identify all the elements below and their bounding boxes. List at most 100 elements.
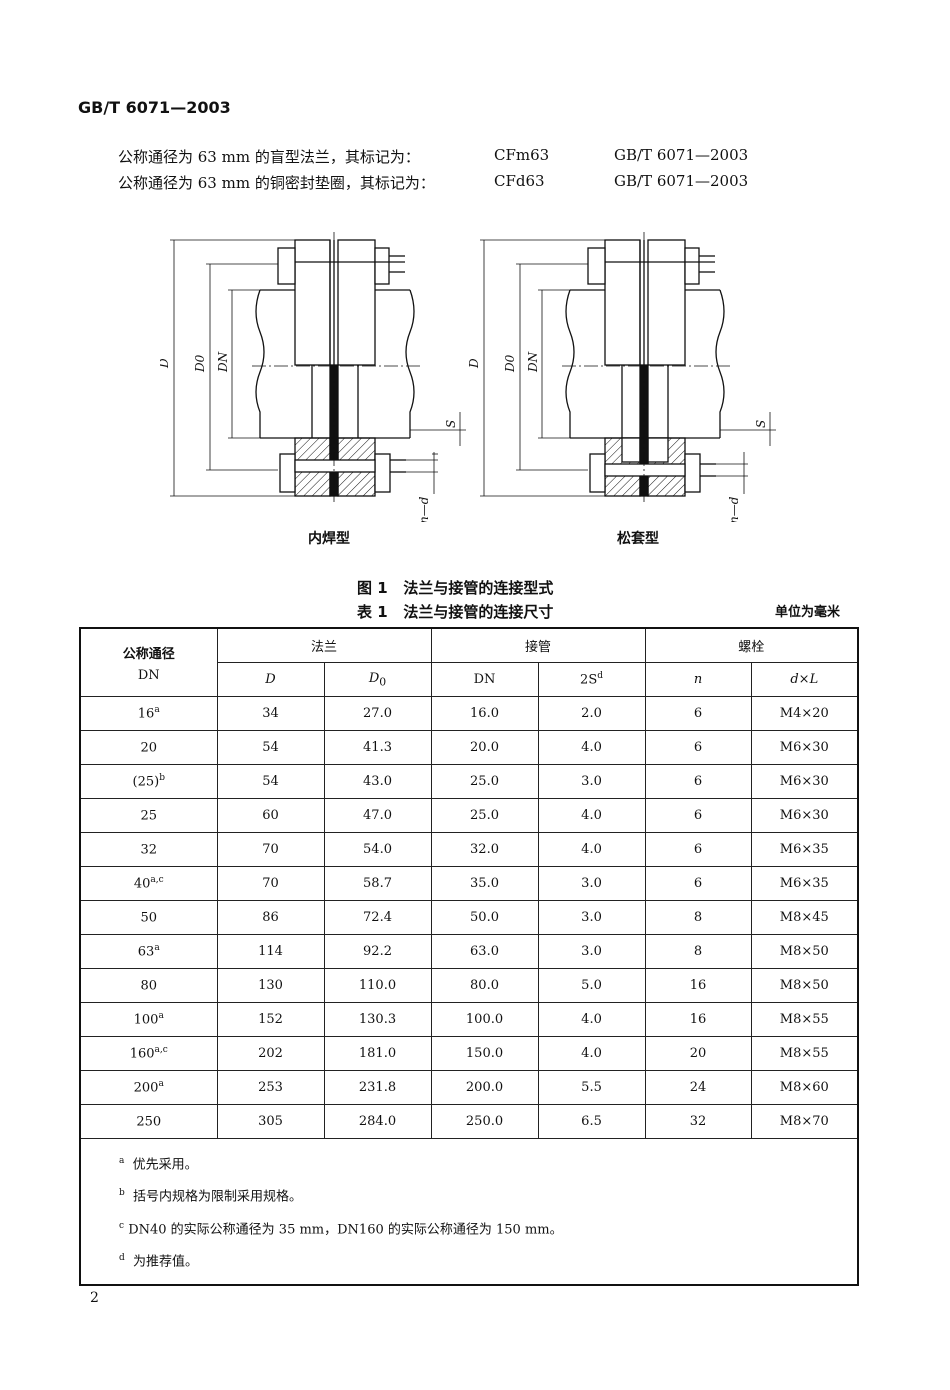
cell-D0: 92.2 [323,934,432,969]
cell-dL: M8×70 [750,1104,859,1139]
dim-S-right: S [754,420,768,428]
cell-dL: M6×30 [750,798,859,833]
cell-D: 34 [216,696,325,731]
cell-n: 32 [644,1104,752,1139]
cell-nominal-dn: 50 [79,900,218,935]
header-pipe: 接管 [430,627,646,663]
welded-type-drawing [170,232,466,502]
note-c: c DN40 的实际公称通径为 35 mm，DN160 的实际公称通径为 150… [119,1220,563,1237]
cell-pipe-dn: 80.0 [430,968,539,1003]
cell-pipe-dn: 200.0 [430,1070,539,1105]
cell-pipe-dn: 50.0 [430,900,539,935]
cell-D: 54 [216,730,325,765]
subheader-D: D [216,662,325,697]
cell-n: 6 [644,832,752,867]
cell-D: 114 [216,934,325,969]
subheader-D0: D0 [323,662,432,697]
cell-pipe-dn: 150.0 [430,1036,539,1071]
cell-dL: M8×50 [750,934,859,969]
cell-2S: 4.0 [537,730,646,765]
note-d: d 为推荐值。 [119,1252,199,1270]
cell-dL: M6×35 [750,832,859,867]
dim-D0-left: D0 [193,354,207,373]
cell-pipe-dn: 25.0 [430,798,539,833]
header-bolt: 螺栓 [644,627,859,663]
dim-S-left: S [444,420,458,428]
cell-n: 20 [644,1036,752,1071]
cell-2S: 3.0 [537,866,646,901]
cell-dL: M8×50 [750,968,859,1003]
cell-nominal-dn: (25)b [79,764,218,799]
cell-nominal-dn: 16a [79,696,218,731]
cell-n: 8 [644,934,752,969]
cell-D: 253 [216,1070,325,1105]
cell-nominal-dn: 160a,c [79,1036,218,1071]
cell-n: 16 [644,1002,752,1037]
cell-2S: 6.5 [537,1104,646,1139]
cell-D: 130 [216,968,325,1003]
cell-D: 305 [216,1104,325,1139]
cell-D: 54 [216,764,325,799]
cell-nominal-dn: 32 [79,832,218,867]
cell-pipe-dn: 250.0 [430,1104,539,1139]
cell-2S: 2.0 [537,696,646,731]
cell-pipe-dn: 16.0 [430,696,539,731]
cell-nominal-dn: 20 [79,730,218,765]
cell-dL: M8×60 [750,1070,859,1105]
cell-D0: 72.4 [323,900,432,935]
dim-DN-right: DN [526,351,540,373]
cell-dL: M6×35 [750,866,859,901]
cell-D0: 27.0 [323,696,432,731]
note-a: a 优先采用。 [119,1156,198,1173]
subheader-dL: d×L [750,662,859,697]
cell-2S: 3.0 [537,764,646,799]
cell-pipe-dn: 25.0 [430,764,539,799]
cell-D: 86 [216,900,325,935]
figure-label-welded: 内焊型 [308,531,350,547]
cell-2S: 3.0 [537,900,646,935]
cell-D: 152 [216,1002,325,1037]
loose-type-drawing [480,232,776,502]
cell-D0: 110.0 [323,968,432,1003]
cell-nominal-dn: 80 [79,968,218,1003]
dim-D-right: D [467,358,481,369]
dim-nd-right: n—d [727,496,741,522]
cell-D0: 47.0 [323,798,432,833]
cell-nominal-dn: 100a [79,1002,218,1037]
cell-D: 70 [216,832,325,867]
subheader-2S: 2Sd [537,662,646,697]
header-flange: 法兰 [216,627,432,663]
cell-D: 202 [216,1036,325,1071]
cell-D0: 41.3 [323,730,432,765]
table-notes: a 优先采用。 b 括号内规格为限制采用规格。 c DN40 的实际公称通径为 … [79,1138,859,1286]
cell-nominal-dn: 40a,c [79,866,218,901]
dim-DN-left: DN [216,351,230,373]
cell-n: 24 [644,1070,752,1105]
cell-pipe-dn: 35.0 [430,866,539,901]
cell-dL: M8×55 [750,1002,859,1037]
cell-nominal-dn: 63a [79,934,218,969]
table-unit: 单位为毫米 [774,605,840,620]
flange-connection-figure: D D0 DN S n—d [160,232,776,522]
cell-pipe-dn: 63.0 [430,934,539,969]
cell-2S: 4.0 [537,1002,646,1037]
dim-D0-right: D0 [503,354,517,373]
table-caption: 表 1 法兰与接管的连接尺寸 [357,603,554,621]
cell-D0: 54.0 [323,832,432,867]
cell-2S: 5.5 [537,1070,646,1105]
cell-dL: M8×55 [750,1036,859,1071]
cell-dL: M6×30 [750,730,859,765]
cell-D: 60 [216,798,325,833]
subheader-DN: DN [430,662,539,697]
cell-2S: 3.0 [537,934,646,969]
